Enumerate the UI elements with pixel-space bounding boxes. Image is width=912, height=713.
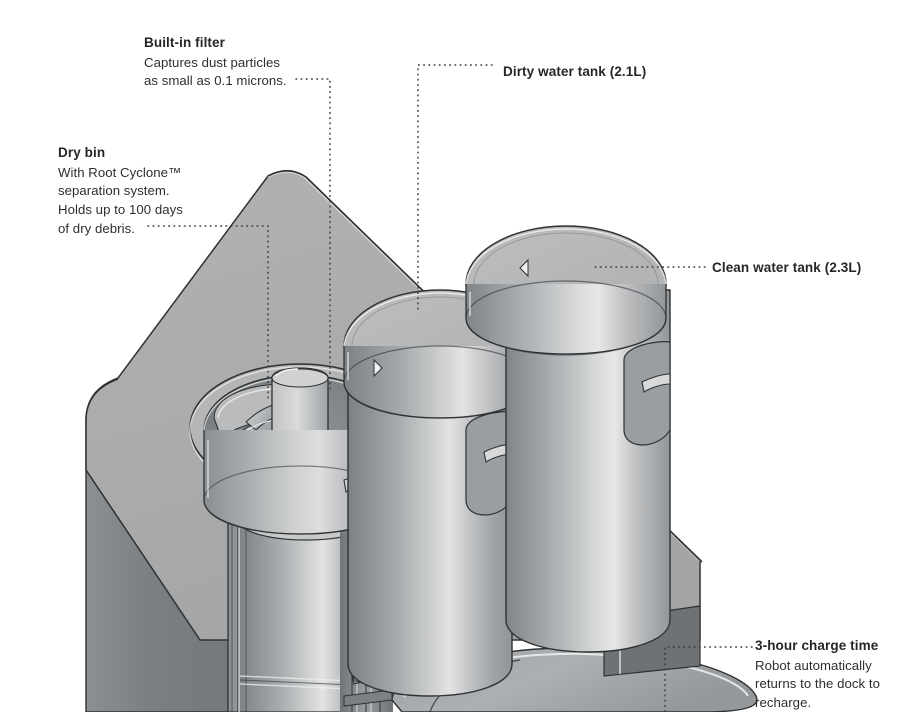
leader-built-in-filter — [295, 78, 331, 393]
callout-line-drybin-2: separation system. — [58, 183, 170, 199]
callout-line-charge-2: returns to the dock to — [755, 676, 880, 692]
leader-charge-time — [664, 646, 753, 712]
clean-tank-grip-slot — [641, 373, 671, 393]
clean-water-tank-cylinder — [465, 225, 671, 653]
callout-built-in-filter: Built-in filter Captures dust particles … — [144, 33, 287, 91]
clean-tank-grip-recess — [623, 341, 671, 446]
dirty-tank-grip-recess — [465, 411, 513, 516]
callout-title-charge-time: 3-hour charge time — [755, 638, 879, 653]
callout-line-drybin-4: of dry debris. — [58, 220, 135, 236]
callout-dry-bin: Dry bin With Root Cyclone™ separation sy… — [58, 143, 183, 239]
dirty-water-tank-cylinder — [343, 289, 537, 697]
callout-line-filter-1: Captures dust particles — [144, 54, 281, 70]
leader-lines — [147, 64, 753, 712]
deck-edge-highlight — [267, 171, 701, 562]
leader-dirty-water-tank — [417, 64, 493, 313]
callout-line-drybin-3: Holds up to 100 days — [58, 202, 183, 218]
callout-line-filter-2: as small as 0.1 microns. — [144, 73, 287, 89]
leader-dry-bin — [147, 225, 269, 401]
callout-title-dry-bin: Dry bin — [58, 145, 106, 160]
callout-title-clean-water-tank: Clean water tank (2.3L) — [712, 260, 862, 275]
callout-dirty-water-tank: Dirty water tank (2.1L) — [503, 62, 646, 83]
callout-line-drybin-1: With Root Cyclone™ — [58, 164, 182, 180]
callout-clean-water-tank: Clean water tank (2.3L) — [712, 258, 861, 279]
callout-title-dirty-water-tank: Dirty water tank (2.1L) — [503, 64, 647, 79]
callout-title-built-in-filter: Built-in filter — [144, 35, 225, 50]
callout-line-charge-1: Robot automatically — [755, 657, 872, 673]
deck-edge-outline — [267, 170, 703, 563]
callout-line-charge-3: recharge. — [755, 695, 812, 711]
callout-charge-time: 3-hour charge time Robot automatically r… — [755, 636, 880, 713]
dock-left-edge — [85, 378, 119, 421]
